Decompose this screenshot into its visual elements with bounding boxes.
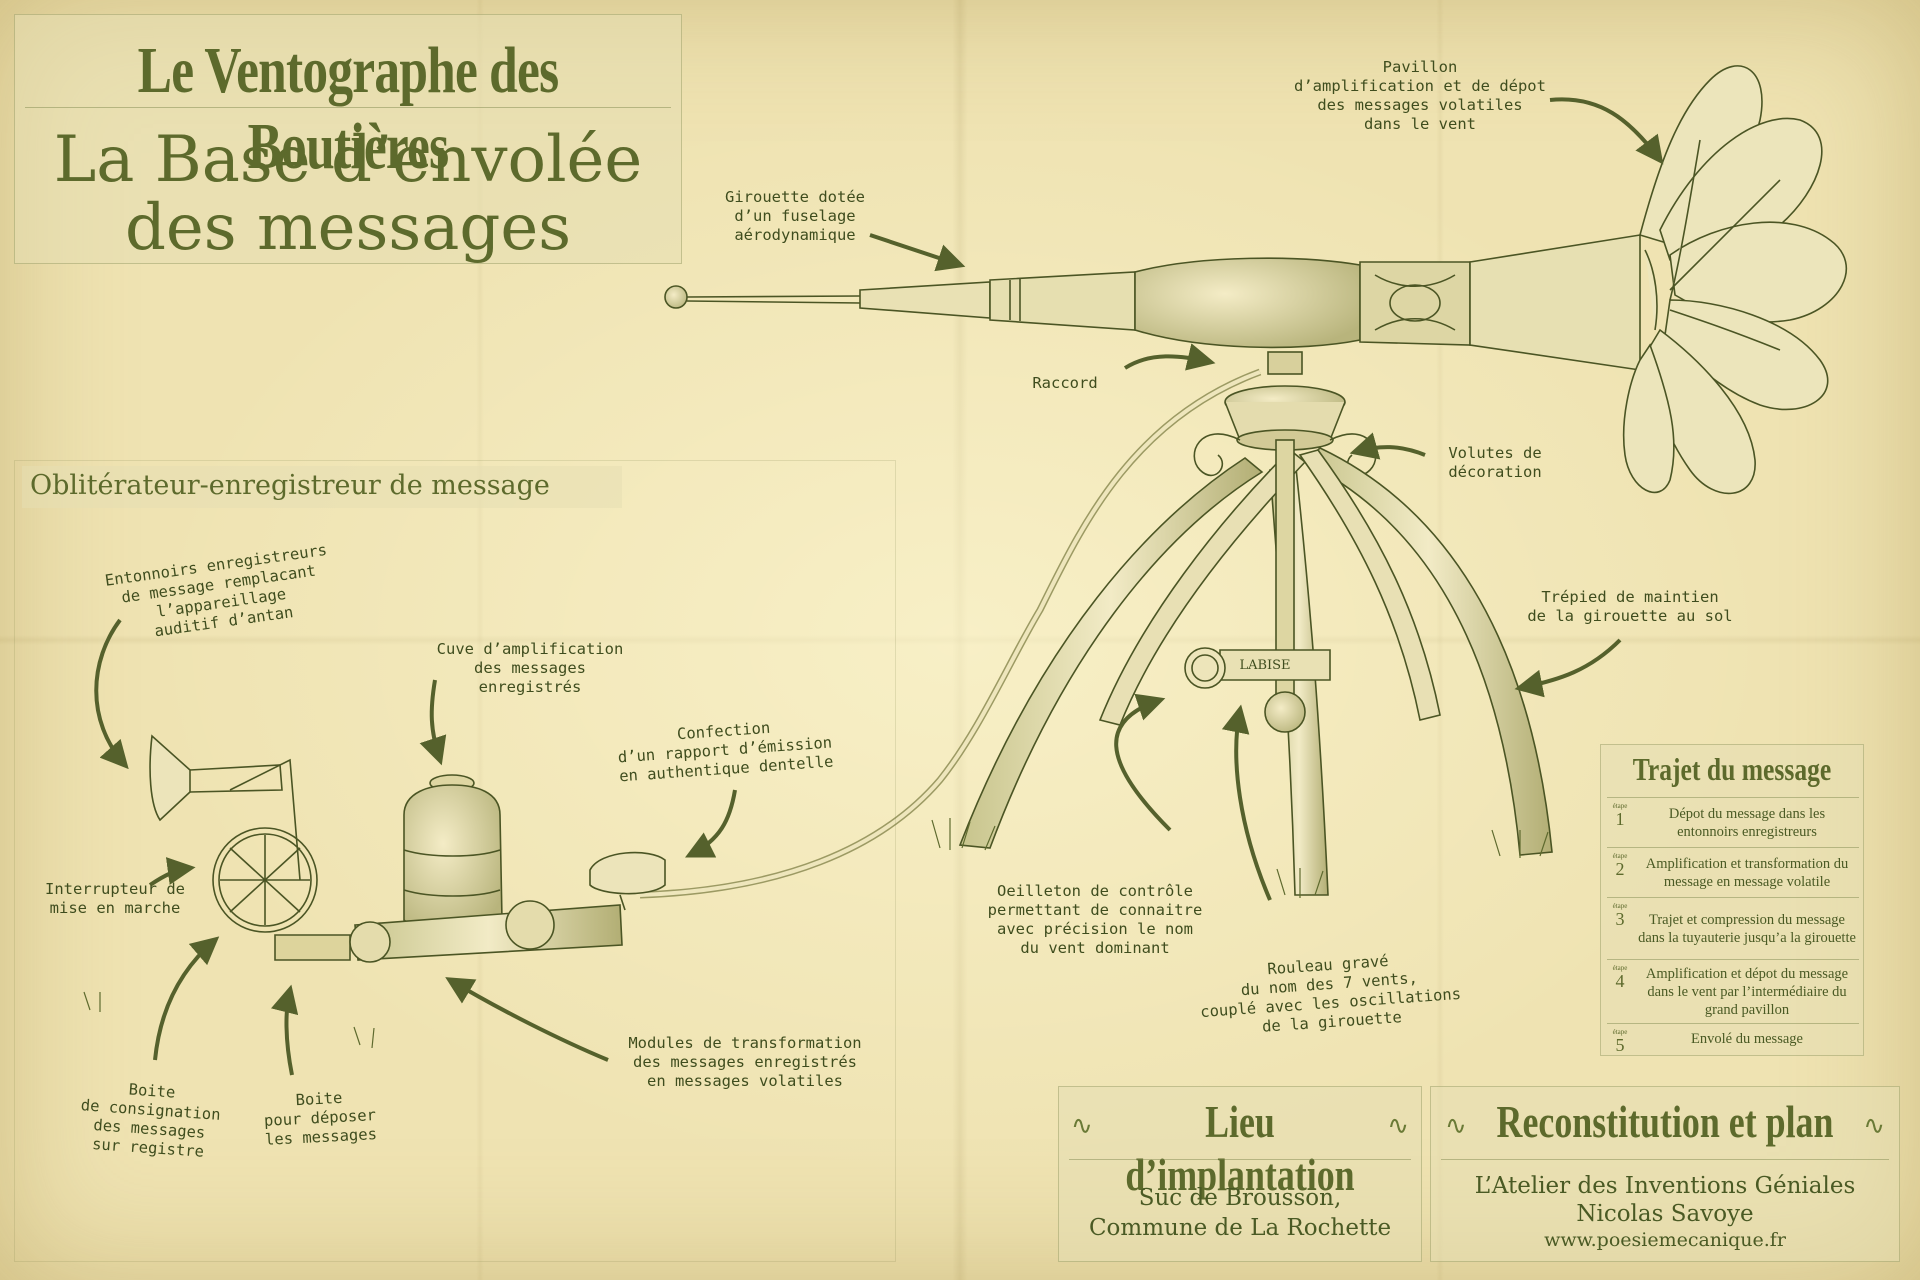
label-boite-consignation: Boite de consignation des messages sur r… bbox=[80, 1080, 222, 1161]
label-volutes: Volutes de décoration bbox=[1448, 444, 1542, 481]
label-girouette: Girouette dotée d’un fuselage aérodynami… bbox=[725, 188, 865, 244]
lieu-place: Suc de Brousson, bbox=[1138, 1185, 1342, 1211]
title-rule bbox=[25, 107, 671, 108]
label-trepied: Trépied de maintien de la girouette au s… bbox=[1527, 588, 1733, 625]
route-step-text: Amplification et dépot du message dans l… bbox=[1645, 966, 1849, 1018]
lieu-block: ∿ ∿ Lieu d’implantation Suc de Brousson,… bbox=[1058, 1086, 1422, 1262]
label-oeilleton: Oeilleton de contrôle permettant de conn… bbox=[987, 882, 1203, 957]
title-messages: des messages bbox=[124, 191, 572, 265]
swirl-ornament-icon: ∿ bbox=[1387, 1111, 1409, 1141]
obliterator-section-frame bbox=[14, 460, 896, 1262]
title-base-envolee: La Base d’envolée bbox=[53, 123, 643, 197]
grass bbox=[83, 818, 1549, 1049]
route-step-text: Amplification et transformation du messa… bbox=[1645, 856, 1849, 890]
reconstitution-title: Reconstitution et plan bbox=[1496, 1096, 1834, 1147]
route-step-text: Envolé du message bbox=[1691, 1031, 1803, 1047]
route-step-text: Trajet et compression du message dans la… bbox=[1638, 912, 1856, 946]
section-title-obliterateur: Oblitérateur-enregistreur de message bbox=[22, 466, 622, 508]
title-block: Le Ventographe des Boutières La Base d’e… bbox=[14, 14, 682, 265]
curved-arrows bbox=[94, 97, 1664, 1076]
girouette-rod bbox=[664, 271, 1136, 331]
roller-engraving: LABISE bbox=[1239, 658, 1291, 673]
title-ventographe: Le Ventographe des Boutières bbox=[137, 34, 560, 183]
lieu-commune: Commune de La Rochette bbox=[1088, 1215, 1392, 1241]
reconstitution-atelier: L’Atelier des Inventions Géniales bbox=[1474, 1173, 1856, 1199]
route-step-text: Dépot du message dans les entonnoirs enr… bbox=[1668, 806, 1826, 840]
reconstitution-author: Nicolas Savoye bbox=[1576, 1201, 1754, 1227]
obliterator-machine bbox=[149, 734, 666, 963]
swirl-ornament-icon: ∿ bbox=[1445, 1111, 1467, 1141]
label-cuve: Cuve d’amplification des messages enregi… bbox=[436, 640, 624, 696]
lieu-title: Lieu d’implantation bbox=[1125, 1096, 1355, 1200]
swirl-ornament-icon: ∿ bbox=[1071, 1111, 1093, 1141]
reconstitution-rule bbox=[1441, 1159, 1889, 1160]
reconstitution-website[interactable]: www.poesiemecanique.fr bbox=[1544, 1229, 1786, 1251]
raccord-joint bbox=[1224, 351, 1346, 451]
swirl-ornament-icon: ∿ bbox=[1863, 1111, 1885, 1141]
label-modules: Modules de transformation des messages e… bbox=[628, 1034, 862, 1090]
fuselage bbox=[1134, 234, 1641, 371]
lieu-rule bbox=[1069, 1159, 1411, 1160]
route-title: Trajet du message bbox=[1632, 751, 1832, 787]
pavillon-horn bbox=[1622, 65, 1848, 495]
reconstitution-block: ∿ ∿ Reconstitution et plan L’Atelier des… bbox=[1430, 1086, 1900, 1262]
label-pavillon: Pavillon d’amplification et de dépot des… bbox=[1294, 58, 1546, 133]
label-interrupteur: Interrupteur de mise en marche bbox=[45, 880, 185, 917]
label-boite-deposer: Boite pour déposer les messages bbox=[263, 1088, 378, 1149]
central-shaft bbox=[1184, 439, 1331, 733]
label-raccord: Raccord bbox=[1032, 374, 1098, 392]
